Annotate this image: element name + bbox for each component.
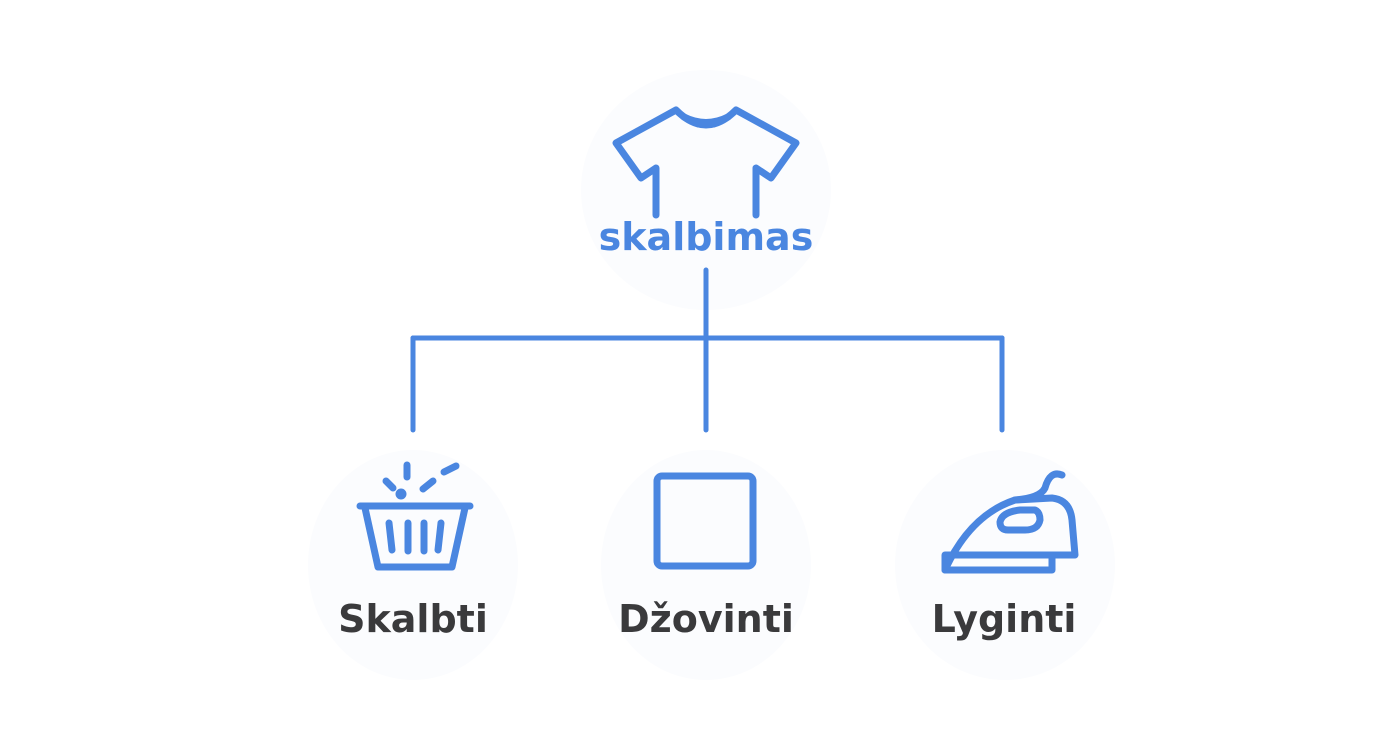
- child-node-iron: Lyginti: [932, 470, 1079, 641]
- child-node-wash: Skalbti: [338, 461, 488, 641]
- child-label-dry: Džovinti: [618, 597, 794, 641]
- laundry-basket-icon: [356, 461, 474, 571]
- node-halos: [308, 70, 1115, 680]
- iron-icon: [941, 470, 1079, 574]
- child-node-dry: Džovinti: [618, 472, 794, 641]
- square-dryer-icon: [653, 472, 757, 570]
- child-label-iron: Lyginti: [932, 597, 1077, 641]
- t-shirt-icon: [612, 106, 800, 219]
- root-node: skalbimas: [599, 106, 814, 259]
- child-label-wash: Skalbti: [338, 597, 488, 641]
- tree-connectors: [410, 267, 1005, 433]
- root-label: skalbimas: [599, 215, 814, 259]
